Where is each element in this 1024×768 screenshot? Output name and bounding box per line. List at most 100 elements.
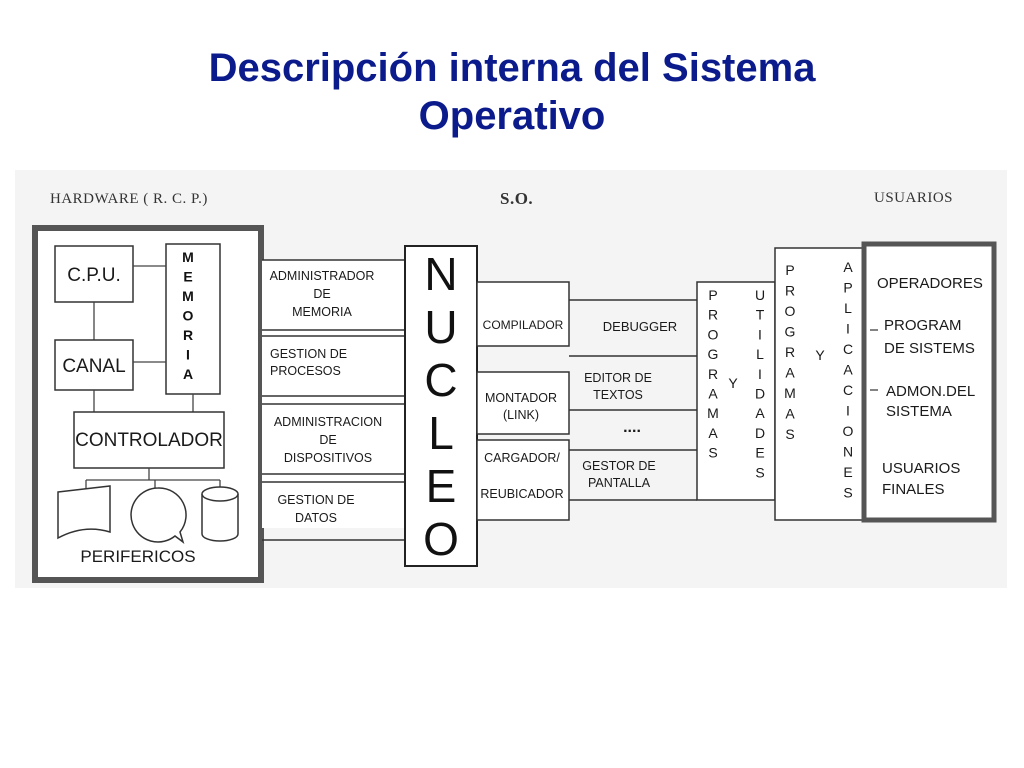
y-label-1: Y — [728, 375, 738, 391]
letter: S — [843, 485, 852, 501]
letter: O — [423, 513, 459, 565]
nucleo-box — [404, 245, 478, 567]
letter: E — [843, 464, 852, 480]
letter: L — [844, 300, 852, 316]
y-label-2: Y — [815, 347, 825, 363]
letter: A — [755, 405, 765, 421]
letter: T — [756, 307, 765, 323]
title-line-1: Descripción interna del Sistema — [208, 46, 816, 90]
letter: E — [183, 269, 192, 285]
text-line: USUARIOS — [882, 460, 960, 477]
text-line: DE SISTEMS — [884, 340, 975, 357]
programas-utilidades-box — [696, 281, 776, 501]
letter: R — [785, 283, 795, 299]
text-line: REUBICADOR — [480, 487, 563, 501]
letter: P — [843, 280, 852, 296]
text-line: ADMINISTRADOR — [270, 269, 375, 283]
letter: P — [785, 262, 794, 278]
tools-column-1: COMPILADOR MONTADOR(LINK) CARGADOR/REUBI… — [476, 281, 570, 521]
letter: A — [843, 259, 853, 275]
cpu-label: C.P.U. — [67, 265, 121, 286]
letter: I — [846, 321, 850, 337]
text-line: GESTION DE — [277, 493, 354, 507]
controlador-label: CONTROLADOR — [75, 430, 223, 451]
usuarios-frame — [861, 241, 997, 523]
document-device-icon — [57, 485, 111, 540]
text-line: GESTION DE — [270, 347, 347, 361]
text-line: MEMORIA — [292, 305, 352, 319]
text-line: SISTEMA — [886, 403, 952, 420]
letter: R — [708, 366, 718, 382]
text-line: CARGADOR/ — [484, 451, 560, 465]
programas-aplicaciones-box — [774, 247, 864, 521]
letter: R — [785, 344, 795, 360]
letter: M — [784, 385, 796, 401]
letter: I — [846, 403, 850, 419]
letter: R — [708, 307, 718, 323]
gestor-de-pantalla-label: GESTOR DE PANTALLA — [582, 459, 655, 490]
letter: O — [785, 303, 796, 319]
perifericos-label: PERIFERICOS — [80, 547, 195, 566]
letter: A — [183, 366, 193, 382]
letter: C — [424, 354, 457, 406]
compilador-box — [476, 281, 570, 347]
administrador-de-memoria-label: ADMINISTRADOR DE MEMORIA — [270, 269, 375, 319]
letter: G — [708, 346, 719, 362]
letter: R — [183, 327, 193, 343]
letter: U — [424, 301, 457, 353]
header-usuarios: USUARIOS — [874, 190, 953, 206]
text-line: (LINK) — [503, 408, 539, 422]
letter: O — [708, 326, 719, 342]
letter: N — [424, 248, 457, 300]
cargador-box — [476, 439, 570, 521]
letter: A — [708, 425, 718, 441]
program-de-sistems-label: PROGRAM DE SISTEMS — [884, 317, 975, 357]
text-line: PANTALLA — [588, 476, 651, 490]
letter: L — [428, 407, 454, 459]
text-line: TEXTOS — [593, 388, 643, 402]
letter: A — [785, 406, 795, 422]
gestion-de-procesos-label: GESTION DE PROCESOS — [270, 347, 347, 378]
compilador-label: COMPILADOR — [483, 318, 564, 332]
letter: C — [843, 382, 853, 398]
text-line: PROGRAM — [884, 317, 962, 334]
letter: S — [785, 426, 794, 442]
hardware-block: C.P.U. MEMORIA CANAL CONTROLADOR PERIFER… — [32, 225, 264, 583]
letter: I — [186, 347, 190, 363]
title-line-2: Operativo — [418, 94, 606, 138]
montador-label: MONTADOR(LINK) — [485, 391, 557, 422]
letter: E — [426, 460, 457, 512]
montador-box — [476, 371, 570, 435]
text-line: DE — [319, 433, 336, 447]
disk-device-icon — [201, 486, 239, 542]
display-device-icon — [130, 487, 187, 544]
letter: I — [758, 366, 762, 382]
letter: M — [707, 405, 719, 421]
debugger-label: DEBUGGER — [603, 319, 677, 334]
text-line: PROCESOS — [270, 364, 341, 378]
letter: S — [755, 464, 764, 480]
text-line: FINALES — [882, 481, 945, 498]
letter: U — [755, 287, 765, 303]
letter: D — [755, 425, 765, 441]
cargador-reubicador-label: CARGADOR/REUBICADOR — [480, 451, 563, 501]
header-hardware: HARDWARE ( R. C. P.) — [50, 191, 208, 207]
text-line: DE — [313, 287, 330, 301]
text-line: GESTOR DE — [582, 459, 655, 473]
ellipsis-label: .... — [623, 419, 641, 436]
admin-column: ADMINISTRADOR DE MEMORIA GESTION DE PROCESO… — [262, 259, 405, 541]
text-line: DISPOSITIVOS — [284, 451, 372, 465]
letter: N — [843, 444, 853, 460]
letter: G — [785, 324, 796, 340]
canal-label: CANAL — [62, 356, 125, 377]
operadores-label: OPERADORES — [877, 275, 983, 292]
header-so: S.O. — [500, 189, 533, 208]
